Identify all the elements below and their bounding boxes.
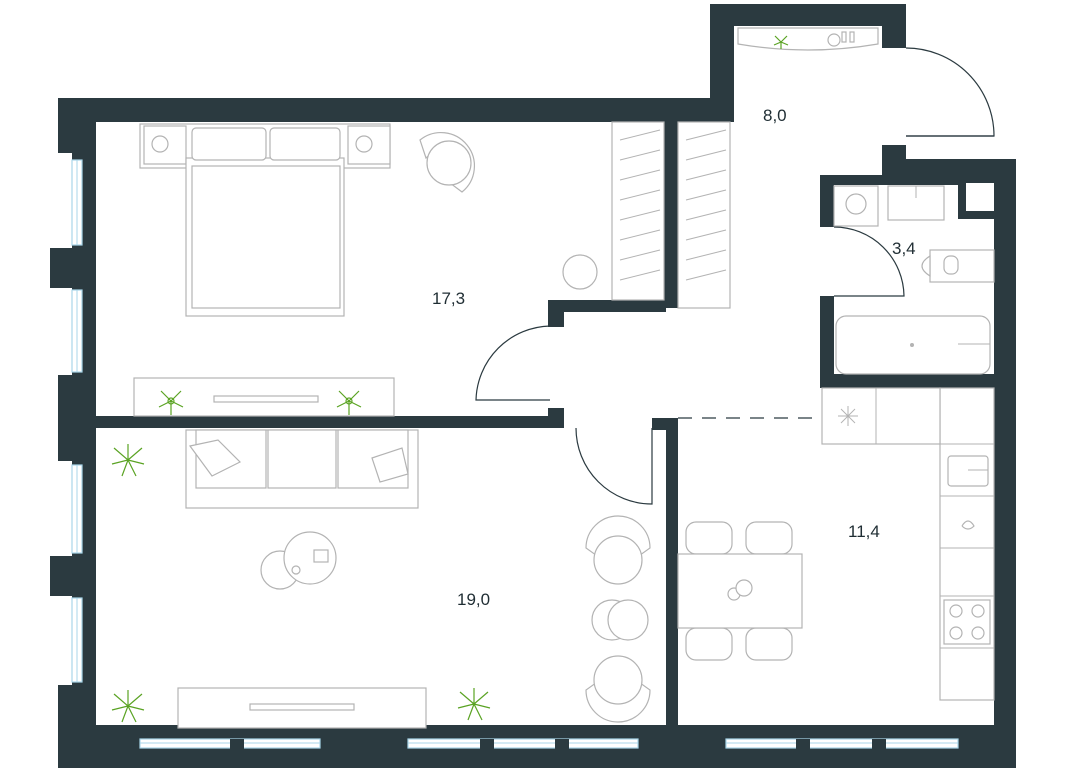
area-label-living: 19,0 — [457, 590, 490, 609]
area-label-bathroom: 3,4 — [892, 239, 916, 258]
area-label-bedroom: 17,3 — [432, 289, 465, 308]
hall-furniture — [737, 27, 879, 51]
area-label-hall: 8,0 — [763, 106, 787, 125]
bathroom-furniture — [833, 185, 995, 375]
plants — [111, 35, 789, 723]
doors — [475, 47, 995, 505]
kitchen-furniture — [677, 387, 995, 701]
bedroom-furniture — [133, 121, 731, 417]
windows — [71, 159, 959, 749]
living-furniture — [177, 429, 651, 729]
area-label-kitchen: 11,4 — [848, 522, 880, 541]
